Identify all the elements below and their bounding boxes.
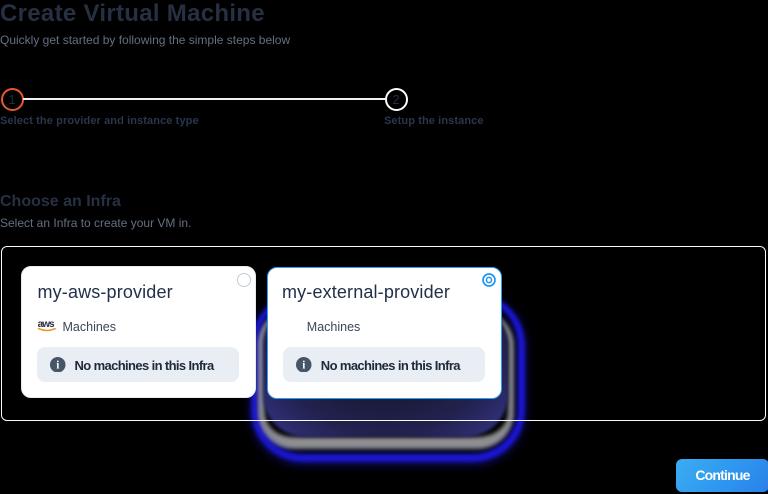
svg-text:i: i	[56, 359, 59, 371]
svg-text:aws: aws	[38, 319, 55, 330]
svg-text:i: i	[303, 359, 306, 371]
